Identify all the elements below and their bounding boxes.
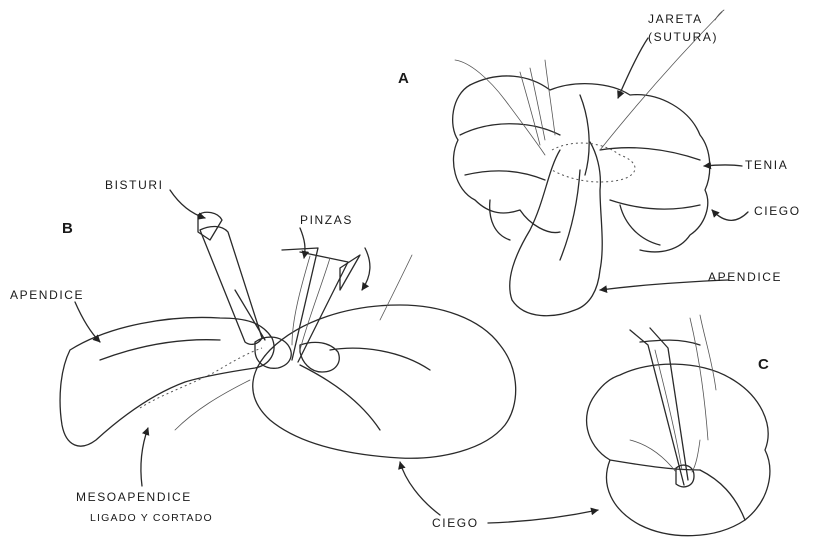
arrow-pinzas-1 [300, 228, 305, 258]
label-sutura: (SUTURA) [648, 30, 718, 44]
label-apendice-a: APENDICE [708, 270, 782, 284]
arrow-ciego-c [488, 510, 598, 523]
label-jareta: JARETA [648, 12, 703, 26]
label-apendice-b: APENDICE [10, 288, 84, 302]
arrow-ciego-a [712, 210, 748, 220]
arrow-ciego-b [400, 462, 440, 515]
label-ciego-c: CIEGO [432, 516, 479, 530]
arrow-pinzas-2 [362, 248, 370, 290]
label-ligado-cortado: LIGADO Y CORTADO [90, 511, 213, 525]
label-mesoapendice: MESOAPENDICE [76, 490, 192, 504]
arrow-mesoapendice [141, 428, 148, 486]
figure-b-letter: B [62, 222, 73, 236]
label-pinzas: PINZAS [300, 213, 353, 227]
label-ciego-a: CIEGO [754, 204, 801, 218]
figure-a-cecum [453, 10, 724, 316]
figure-a-letter: A [398, 72, 409, 86]
figure-c-ligation [587, 315, 770, 536]
figure-b-appendectomy [60, 212, 516, 458]
figure-c-letter: C [758, 358, 769, 372]
label-bisturi: BISTURI [105, 178, 164, 192]
arrow-jareta [618, 38, 648, 98]
label-tenia: TENIA [745, 158, 788, 172]
arrow-tenia [704, 165, 742, 166]
